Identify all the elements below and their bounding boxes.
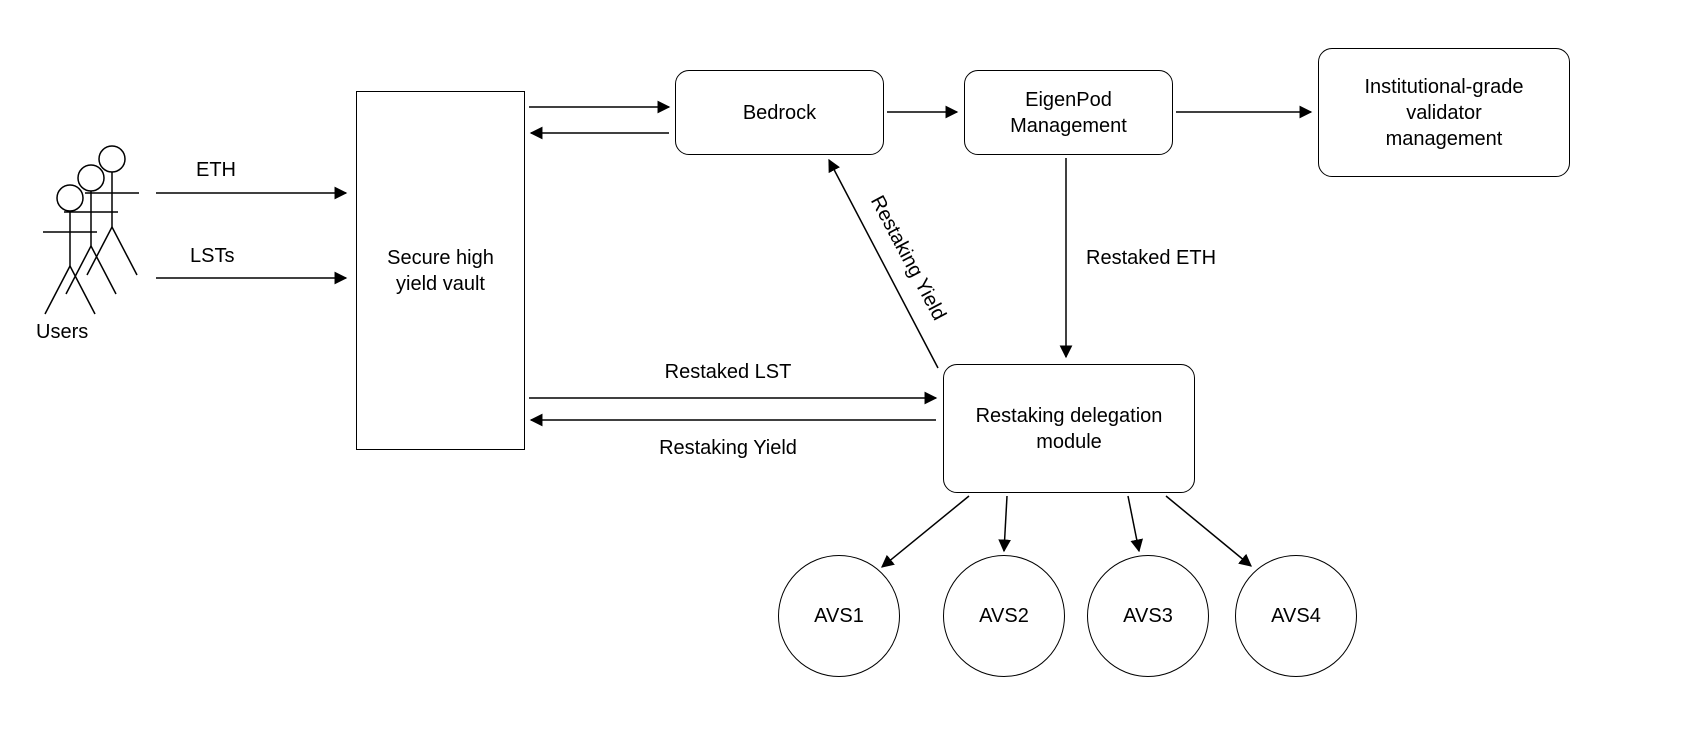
edge-module-to-avs1-arrow [881,495,970,568]
node-avs3-label: AVS3 [1123,605,1173,627]
node-avs4-label: AVS4 [1271,605,1321,627]
users-icon [43,145,139,315]
node-institutional-validator-management: Institutional-grade validator management [1318,48,1570,177]
edge-module-to-avs2-arrow [998,495,1011,553]
node-avs2-label: AVS2 [979,605,1029,627]
node-restaking-delegation-module: Restaking delegation module [943,364,1195,493]
node-avs4: AVS4 [1235,555,1357,677]
edge-lsts-label: LSTs [190,244,235,268]
edge-eth-label: ETH [196,158,236,182]
edge-restaking-yield-to-bedrock-arrow [828,158,939,369]
edge-module-to-avs4-arrow [1165,495,1252,567]
node-bedrock: Bedrock [675,70,884,155]
node-secure-high-yield-vault: Secure high yield vault [356,91,525,450]
node-eigenpod-management-label: EigenPod Management [1010,88,1127,137]
edge-restaked-eth-label: Restaked ETH [1086,246,1217,270]
node-avs3: AVS3 [1087,555,1209,677]
node-avs2: AVS2 [943,555,1065,677]
node-restaking-delegation-module-label: Restaking delegation module [975,404,1163,453]
node-avs1-label: AVS1 [814,605,864,627]
node-eigenpod-management: EigenPod Management [964,70,1173,155]
edge-restaked-lst-label: Restaked LST [628,360,828,384]
node-institutional-validator-management-label: Institutional-grade validator management [1364,75,1524,150]
edge-module-to-avs3-arrow [1127,495,1144,553]
node-secure-high-yield-vault-label: Secure high yield vault [387,246,494,295]
node-bedrock-label: Bedrock [742,101,817,124]
node-users-label: Users [36,320,89,344]
edge-restaking-yield-to-vault-label: Restaking Yield [628,436,828,460]
node-avs1: AVS1 [778,555,900,677]
